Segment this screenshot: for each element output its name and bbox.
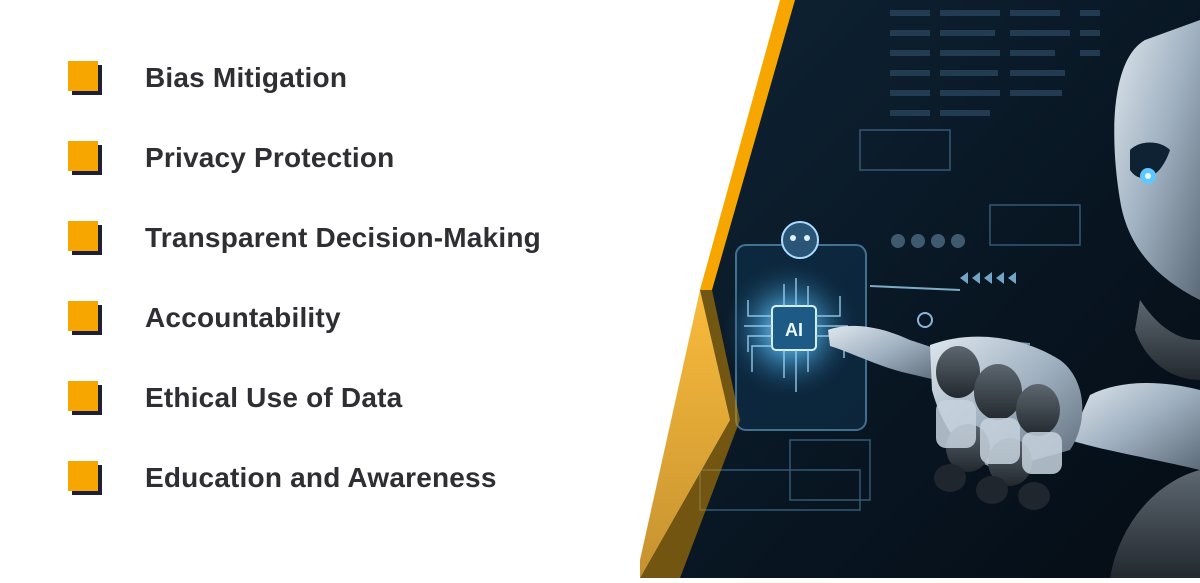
list-item-accountability: Accountability	[68, 298, 341, 338]
list-item-bias-mitigation: Bias Mitigation	[68, 58, 347, 98]
robot-hand-illustration: AI	[640, 0, 1200, 578]
bullet-square-icon	[68, 221, 102, 255]
list-item-transparent-decision-making: Transparent Decision-Making	[68, 218, 541, 258]
ai-chip-label: AI	[785, 320, 803, 340]
list-item-label: Education and Awareness	[145, 462, 497, 493]
accent-stripe	[700, 0, 795, 290]
list-item-label: Ethical Use of Data	[145, 382, 403, 413]
list-item-ethical-use-of-data: Ethical Use of Data	[68, 378, 402, 418]
feature-list: Bias Mitigation Privacy Protection Trans…	[68, 58, 541, 498]
list-item-label: Transparent Decision-Making	[145, 222, 541, 253]
bullet-square-icon	[68, 461, 102, 495]
list-item-label: Bias Mitigation	[145, 62, 348, 93]
list-item-education-and-awareness: Education and Awareness	[68, 458, 497, 498]
bullet-square-icon	[68, 141, 102, 175]
list-item-label: Privacy Protection	[145, 142, 395, 173]
bullet-square-icon	[68, 381, 102, 415]
list-item-privacy-protection: Privacy Protection	[68, 138, 394, 178]
bullet-square-icon	[68, 61, 102, 95]
list-item-label: Accountability	[145, 302, 341, 333]
robot-hand-touching-ai-chip-icon: AI	[640, 0, 1200, 578]
bullet-square-icon	[68, 301, 102, 335]
